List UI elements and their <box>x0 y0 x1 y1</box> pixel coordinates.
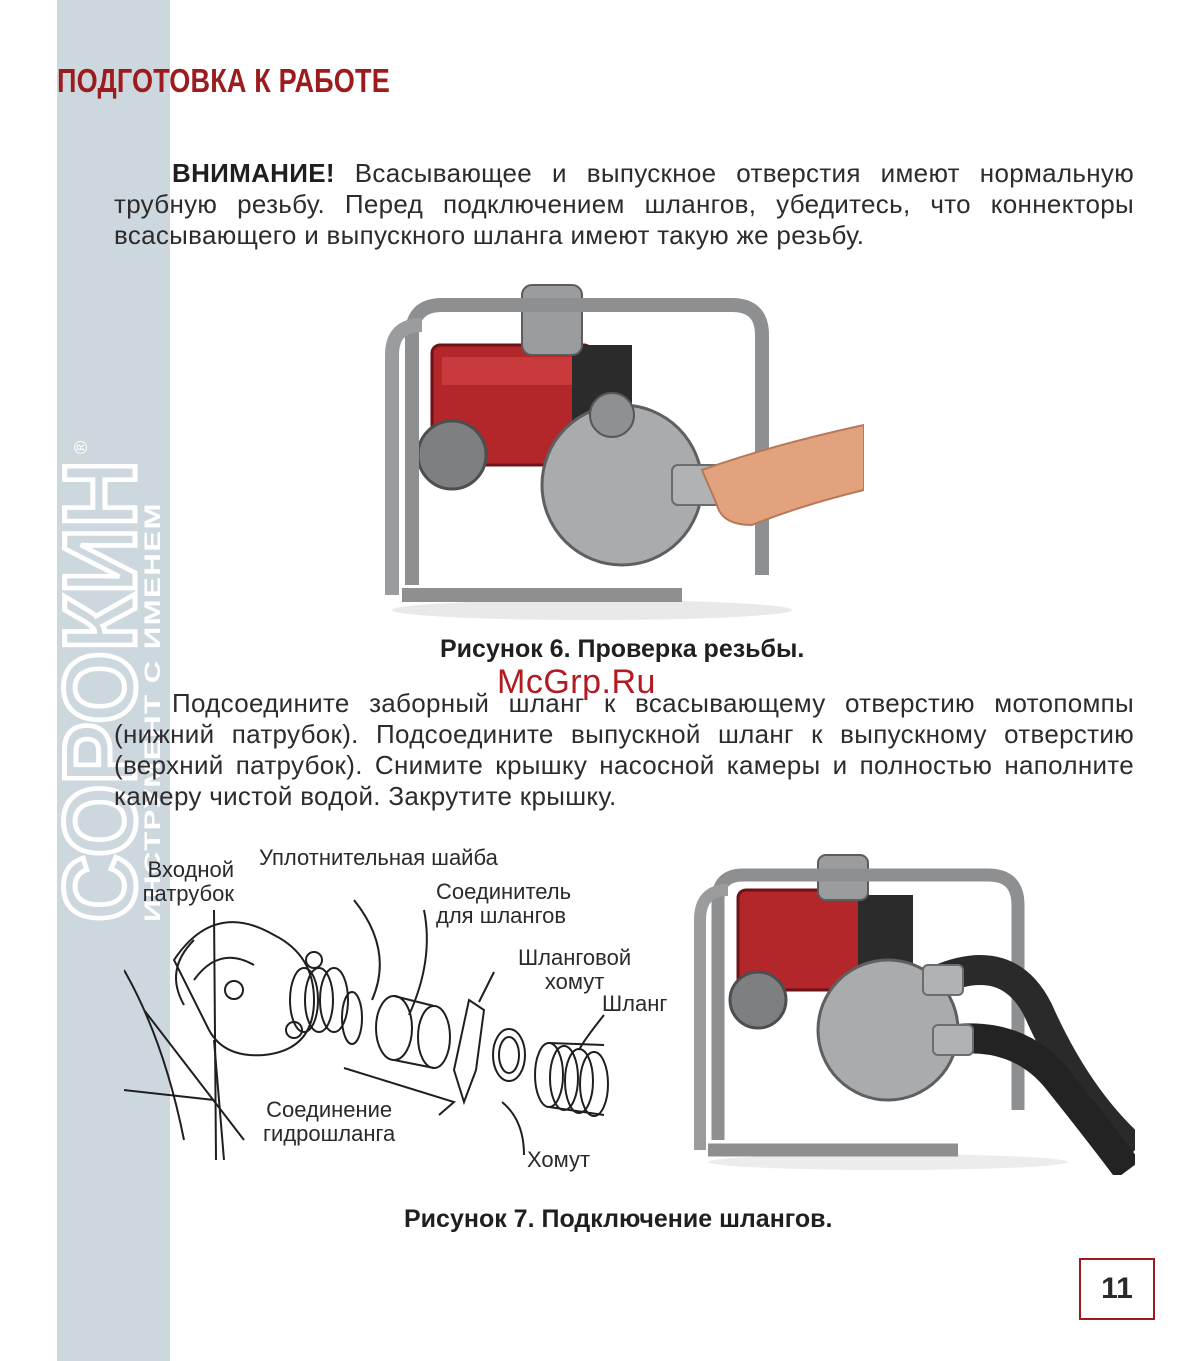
section-title: ПОДГОТОВКА К РАБОТЕ <box>57 62 390 99</box>
watermark: McGrp.Ru <box>497 663 656 701</box>
brand-logo: СОРОКИН ИНСТРУМЕНТ С ИМЕНЕМ ® <box>41 440 170 940</box>
brand-tagline: ИНСТРУМЕНТ С ИМЕНЕМ <box>140 502 165 922</box>
attention-paragraph: ВНИМАНИЕ! Всасывающее и выпускное отверс… <box>114 158 1134 251</box>
figure-7-caption: Рисунок 7. Подключение шлангов. <box>404 1205 833 1233</box>
label-connector: Соединитель для шлангов <box>436 879 572 928</box>
figure-7-photo <box>688 850 1135 1175</box>
label-hose-clamp: Шланговой хомут <box>518 945 632 994</box>
side-bar <box>57 0 170 1361</box>
label-washer: Уплотнительная шайба <box>259 845 498 870</box>
figure-6-photo <box>372 275 864 620</box>
page-number: 11 <box>1079 1258 1155 1320</box>
hose-connection-diagram <box>123 840 684 1180</box>
instruction-text: Подсоедините заборный шланг к всасывающе… <box>114 688 1134 811</box>
attention-text: Всасывающее и выпускное отверстия имеют … <box>114 158 1134 250</box>
registered-mark: ® <box>71 441 91 454</box>
label-clamp: Хомут <box>527 1147 591 1172</box>
label-inlet: Входной патрубок <box>142 857 234 906</box>
label-joint: Соединение гидрошланга <box>263 1097 396 1146</box>
figure-6-caption: Рисунок 6. Проверка резьбы. <box>440 635 805 663</box>
instruction-paragraph: Подсоедините заборный шланг к всасывающе… <box>114 688 1134 812</box>
brand-name: СОРОКИН <box>57 460 157 922</box>
attention-label: ВНИМАНИЕ! <box>172 158 335 188</box>
label-hose: Шланг <box>602 991 668 1016</box>
